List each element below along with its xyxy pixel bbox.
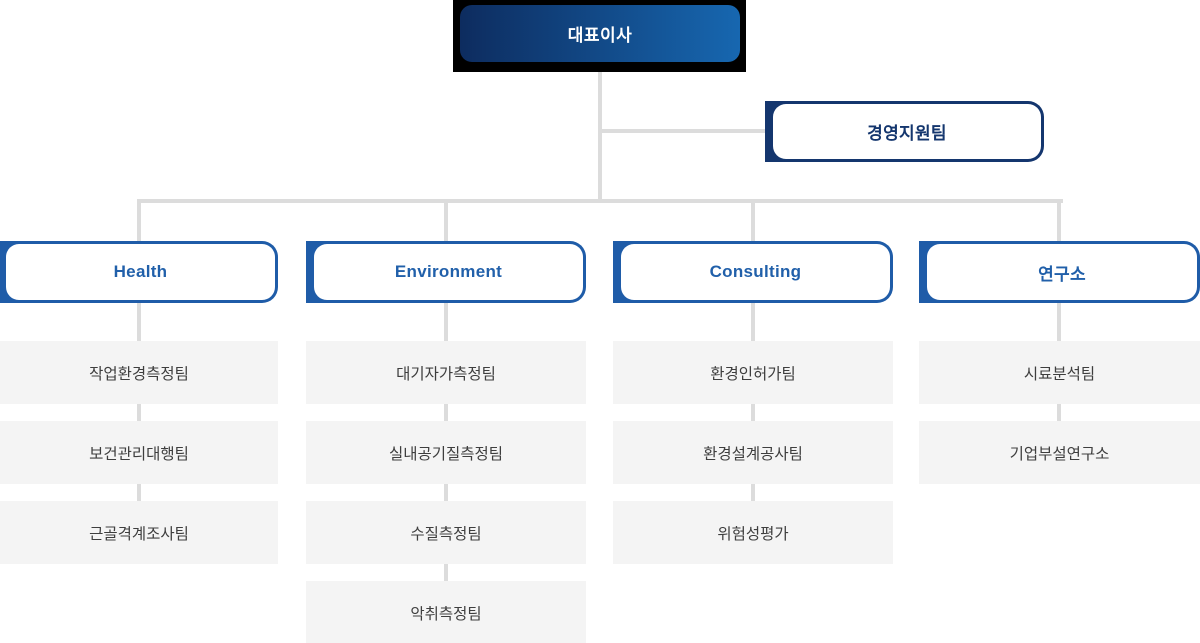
node-division-environment-label: Environment bbox=[314, 244, 583, 300]
node-team: 악취측정팀 bbox=[306, 581, 586, 643]
connector-drop-lab bbox=[1057, 199, 1061, 241]
node-ceo-label: 대표이사 bbox=[460, 5, 740, 62]
node-division-consulting: Consulting bbox=[613, 241, 893, 303]
node-team: 작업환경측정팀 bbox=[0, 341, 278, 404]
connector-staff-branch bbox=[598, 129, 765, 133]
node-division-environment: Environment bbox=[306, 241, 586, 303]
node-division-health: Health bbox=[0, 241, 278, 303]
connector-item-gap bbox=[444, 484, 448, 501]
connector-environment-items bbox=[444, 303, 448, 341]
node-team: 근골격계조사팀 bbox=[0, 501, 278, 564]
node-management-support: 경영지원팀 bbox=[765, 101, 1044, 162]
node-team: 보건관리대행팀 bbox=[0, 421, 278, 484]
connector-root-vertical bbox=[598, 72, 602, 202]
connector-item-gap bbox=[444, 404, 448, 421]
node-team: 위험성평가 bbox=[613, 501, 893, 564]
node-team: 실내공기질측정팀 bbox=[306, 421, 586, 484]
node-team: 기업부설연구소 bbox=[919, 421, 1200, 484]
connector-consulting-items bbox=[751, 303, 755, 341]
node-team: 수질측정팀 bbox=[306, 501, 586, 564]
connector-main-horizontal bbox=[137, 199, 1063, 203]
connector-item-gap bbox=[1057, 404, 1061, 421]
connector-lab-items bbox=[1057, 303, 1061, 341]
node-division-lab: 연구소 bbox=[919, 241, 1200, 303]
node-team: 환경설계공사팀 bbox=[613, 421, 893, 484]
connector-drop-consulting bbox=[751, 199, 755, 241]
connector-item-gap bbox=[751, 484, 755, 501]
node-ceo: 대표이사 bbox=[453, 0, 746, 72]
connector-item-gap bbox=[751, 404, 755, 421]
connector-drop-health bbox=[137, 199, 141, 241]
node-team: 대기자가측정팀 bbox=[306, 341, 586, 404]
node-division-consulting-label: Consulting bbox=[621, 244, 890, 300]
connector-health-items bbox=[137, 303, 141, 341]
connector-item-gap bbox=[137, 484, 141, 501]
connector-drop-environment bbox=[444, 199, 448, 241]
node-team: 환경인허가팀 bbox=[613, 341, 893, 404]
node-division-health-label: Health bbox=[6, 244, 275, 300]
connector-item-gap bbox=[444, 564, 448, 581]
connector-item-gap bbox=[137, 404, 141, 421]
node-management-support-label: 경영지원팀 bbox=[773, 104, 1041, 159]
node-division-lab-label: 연구소 bbox=[927, 244, 1197, 300]
node-team: 시료분석팀 bbox=[919, 341, 1200, 404]
